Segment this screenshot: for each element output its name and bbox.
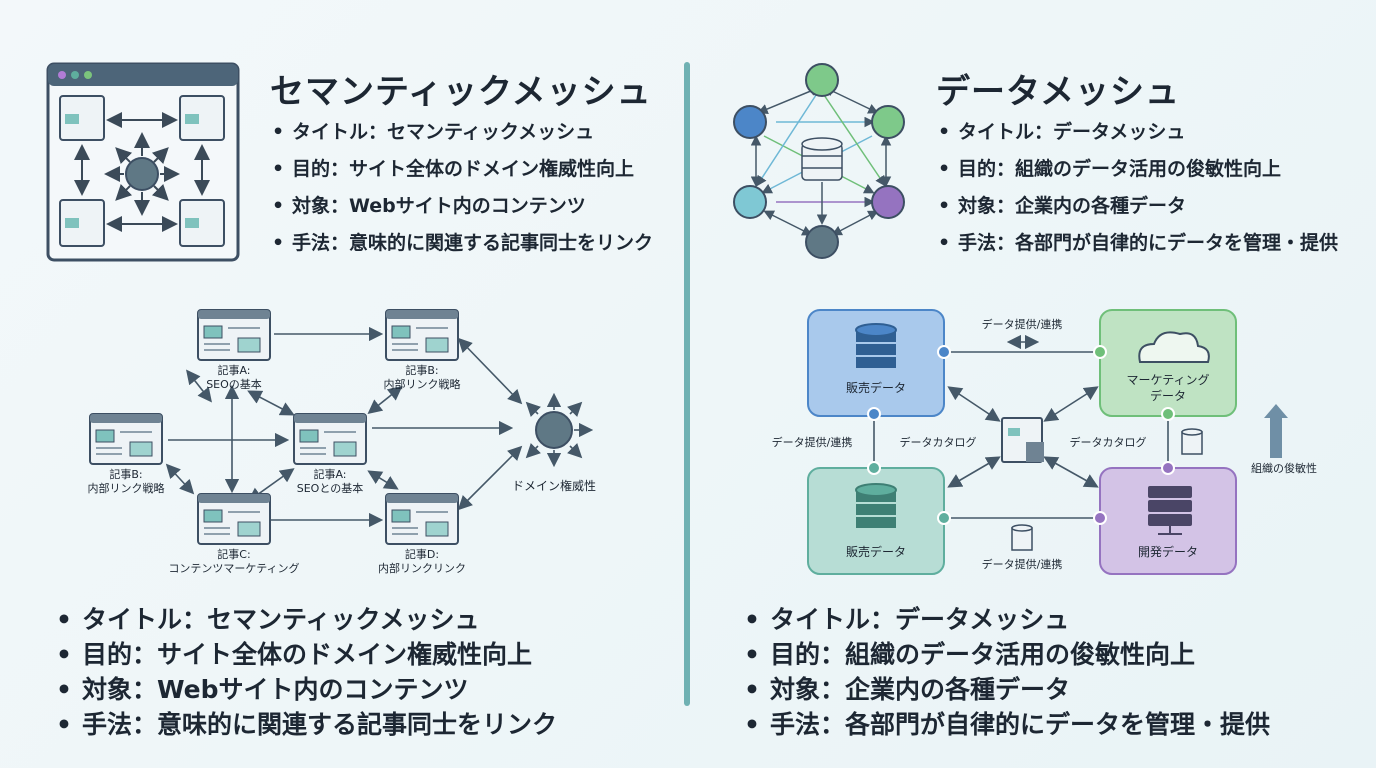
center-divider bbox=[684, 62, 690, 706]
database-icon bbox=[855, 323, 897, 368]
right-top-bullet-target: 対象：企業内の各種データ bbox=[938, 188, 1338, 225]
dev-label: 開発データ bbox=[1138, 544, 1198, 559]
left-title: セマンティックメッシュ bbox=[270, 72, 652, 112]
link-bottom-label: データ提供/連携 bbox=[982, 557, 1063, 571]
domain-authority-label: ドメイン権威性 bbox=[512, 478, 596, 493]
article-a-center-sub: SEOとの基本 bbox=[297, 481, 363, 495]
left-top-bullets: タイトル：セマンティックメッシュ 目的：サイト全体のドメイン権威性向上 対象：W… bbox=[272, 114, 653, 262]
arrow-up-icon bbox=[1264, 404, 1288, 458]
link-top-label: データ提供/連携 bbox=[982, 317, 1063, 331]
right-top-bullet-method: 手法：各部門が自律的にデータを管理・提供 bbox=[938, 225, 1338, 262]
semantic-mesh-icon bbox=[46, 62, 240, 262]
right-top-bullet-title: タイトル：データメッシュ bbox=[938, 114, 1338, 151]
database-icon bbox=[855, 483, 897, 528]
bottom-left-bullet-purpose: 目的：サイト全体のドメイン権威性向上 bbox=[56, 637, 557, 672]
article-a-top-title: 記事A: bbox=[217, 363, 250, 377]
link-left-label: データ提供/連携 bbox=[772, 435, 853, 449]
article-c-sub: コンテンツマーケティング bbox=[168, 561, 299, 575]
article-b-left-title: 記事B: bbox=[109, 467, 142, 481]
article-a-top-card bbox=[197, 309, 271, 361]
right-title: データメッシュ bbox=[936, 72, 1180, 112]
article-b-top-sub: 内部リンク戦略 bbox=[384, 377, 461, 391]
cloud-icon bbox=[1138, 331, 1210, 363]
database-icon bbox=[1181, 428, 1203, 455]
article-a-center-title: 記事A: bbox=[313, 467, 346, 481]
article-d-sub: 内部リンクリンク bbox=[378, 561, 466, 575]
data-mesh-icon bbox=[733, 63, 905, 259]
bottom-right-bullet-method: 手法：各部門が自律的にデータを管理・提供 bbox=[744, 707, 1270, 742]
left-top-bullet-title: タイトル：セマンティックメッシュ bbox=[272, 114, 653, 151]
bottom-left-bullets: タイトル：セマンティックメッシュ 目的：サイト全体のドメイン権威性向上 対象：W… bbox=[56, 602, 557, 742]
bottom-left-bullet-method: 手法：意味的に関連する記事同士をリンク bbox=[56, 707, 557, 742]
article-d-card bbox=[385, 493, 459, 545]
bottom-left-bullet-title: タイトル：セマンティックメッシュ bbox=[56, 602, 557, 637]
bottom-right-bullet-title: タイトル：データメッシュ bbox=[744, 602, 1270, 637]
server-icon bbox=[1148, 486, 1192, 535]
right-top-bullet-purpose: 目的：組織のデータ活用の俊敏性向上 bbox=[938, 151, 1338, 188]
sales-top-label: 販売データ bbox=[846, 380, 906, 395]
left-top-bullet-target: 対象：Webサイト内のコンテンツ bbox=[272, 188, 653, 225]
agility-label: 組織の俊敏性 bbox=[1251, 461, 1317, 475]
catalog-left-label: データカタログ bbox=[900, 435, 977, 449]
bottom-right-bullet-target: 対象：企業内の各種データ bbox=[744, 672, 1270, 707]
article-c-title: 記事C: bbox=[217, 547, 250, 561]
bottom-right-bullets: タイトル：データメッシュ 目的：組織のデータ活用の俊敏性向上 対象：企業内の各種… bbox=[744, 602, 1270, 742]
marketing-label-line1: マーケティング bbox=[1126, 373, 1209, 387]
bottom-left-bullet-target: 対象：Webサイト内のコンテンツ bbox=[56, 672, 557, 707]
article-a-top-sub: SEOの基本 bbox=[206, 377, 262, 391]
article-b-left-sub: 内部リンク戦略 bbox=[88, 481, 165, 495]
data-mesh-diagram: 販売データ マーケティング データ 販売データ 開発データ データ提供/連携 デ… bbox=[772, 309, 1317, 575]
catalog-icon bbox=[1001, 417, 1044, 463]
sales-bottom-label: 販売データ bbox=[846, 544, 906, 559]
database-icon bbox=[1011, 524, 1033, 551]
article-c-card bbox=[197, 493, 271, 545]
left-top-bullet-method: 手法：意味的に関連する記事同士をリンク bbox=[272, 225, 653, 262]
right-top-bullets: タイトル：データメッシュ 目的：組織のデータ活用の俊敏性向上 対象：企業内の各種… bbox=[938, 114, 1338, 262]
article-b-top-title: 記事B: bbox=[405, 363, 438, 377]
article-d-title: 記事D: bbox=[405, 547, 439, 561]
article-a-center-card bbox=[293, 413, 367, 465]
bottom-right-bullet-purpose: 目的：組織のデータ活用の俊敏性向上 bbox=[744, 637, 1270, 672]
left-top-bullet-purpose: 目的：サイト全体のドメイン権威性向上 bbox=[272, 151, 653, 188]
catalog-right-label: データカタログ bbox=[1070, 435, 1147, 449]
semantic-mesh-diagram: 記事A: SEOの基本 記事B: 内部リンク戦略 記事B: 内部リンク戦略 記事… bbox=[88, 309, 596, 575]
domain-hub bbox=[535, 411, 573, 449]
article-b-top-card bbox=[385, 309, 459, 361]
article-b-left-card bbox=[89, 413, 163, 465]
marketing-label-line2: データ bbox=[1150, 388, 1186, 403]
